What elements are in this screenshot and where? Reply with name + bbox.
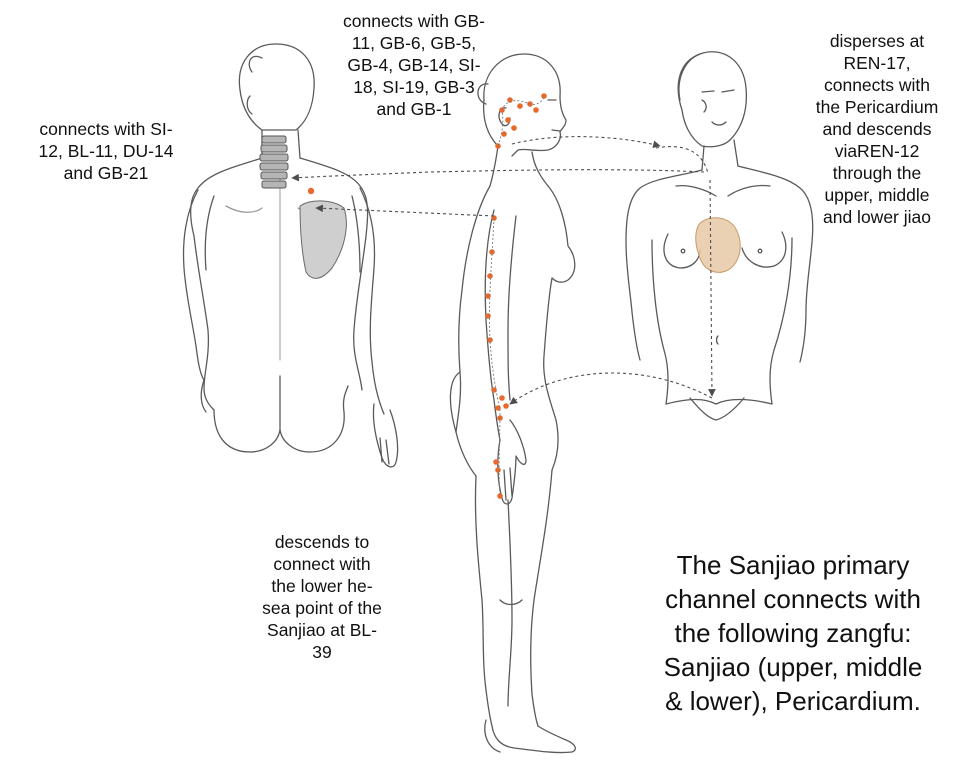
arrow-to-chest <box>512 137 660 146</box>
annotation-line: connects with <box>780 74 974 96</box>
annotation-line: the lower he- <box>236 575 408 597</box>
side-view-points <box>485 93 547 499</box>
summary-line: The Sanjiao primary <box>612 548 974 582</box>
annotation-back-points: connects with SI- 12, BL-11, DU-14 and G… <box>0 118 212 184</box>
summary-caption: The Sanjiao primary channel connects wit… <box>612 548 974 718</box>
annotation-line: connects with GB- <box>298 10 530 32</box>
annotation-leg-descent: descends to connect with the lower he- s… <box>236 531 408 663</box>
annotation-line: disperses at <box>780 30 974 52</box>
summary-line: channel connects with <box>612 582 974 616</box>
side-view-figure <box>450 54 575 753</box>
annotation-chest-pericardium: disperses at REN-17, connects with the P… <box>780 30 974 228</box>
annotation-line: 18, SI-19, GB-3 <box>298 76 530 98</box>
arrow-to-back-neck <box>292 170 704 178</box>
annotation-line: viaREN-12 <box>780 140 974 162</box>
summary-line: Sanjiao (upper, middle <box>612 650 974 684</box>
summary-line: the following zangfu: <box>612 616 974 650</box>
annotation-line: 12, BL-11, DU-14 <box>0 140 212 162</box>
scapula-shape <box>300 201 346 278</box>
annotation-line: Sanjiao at BL- <box>236 619 408 641</box>
summary-line: & lower), Pericardium. <box>612 684 974 718</box>
cervical-spine <box>260 136 288 188</box>
annotation-line: and GB-21 <box>0 162 212 184</box>
annotation-line: the Pericardium <box>780 96 974 118</box>
annotation-line: connects with SI- <box>0 118 212 140</box>
arrow-to-leg <box>510 373 712 404</box>
annotation-line: GB-4, GB-14, SI- <box>298 54 530 76</box>
annotation-line: and descends <box>780 118 974 140</box>
annotation-line: through the <box>780 162 974 184</box>
annotation-line: connect with <box>236 553 408 575</box>
annotation-line: sea point of the <box>236 597 408 619</box>
annotation-line: 11, GB-6, GB-5, <box>298 32 530 54</box>
annotation-line: and GB-1 <box>298 98 530 120</box>
annotation-head-points: connects with GB- 11, GB-6, GB-5, GB-4, … <box>298 10 530 120</box>
annotation-line: and lower jiao <box>780 206 974 228</box>
annotation-line: REN-17, <box>780 52 974 74</box>
arrow-descending-jiao <box>710 180 712 396</box>
back-points <box>308 188 314 194</box>
annotation-line: descends to <box>236 531 408 553</box>
connection-arrows <box>292 137 712 404</box>
annotation-line: upper, middle <box>780 184 974 206</box>
pericardium-region <box>696 218 740 273</box>
annotation-line: 39 <box>236 641 408 663</box>
